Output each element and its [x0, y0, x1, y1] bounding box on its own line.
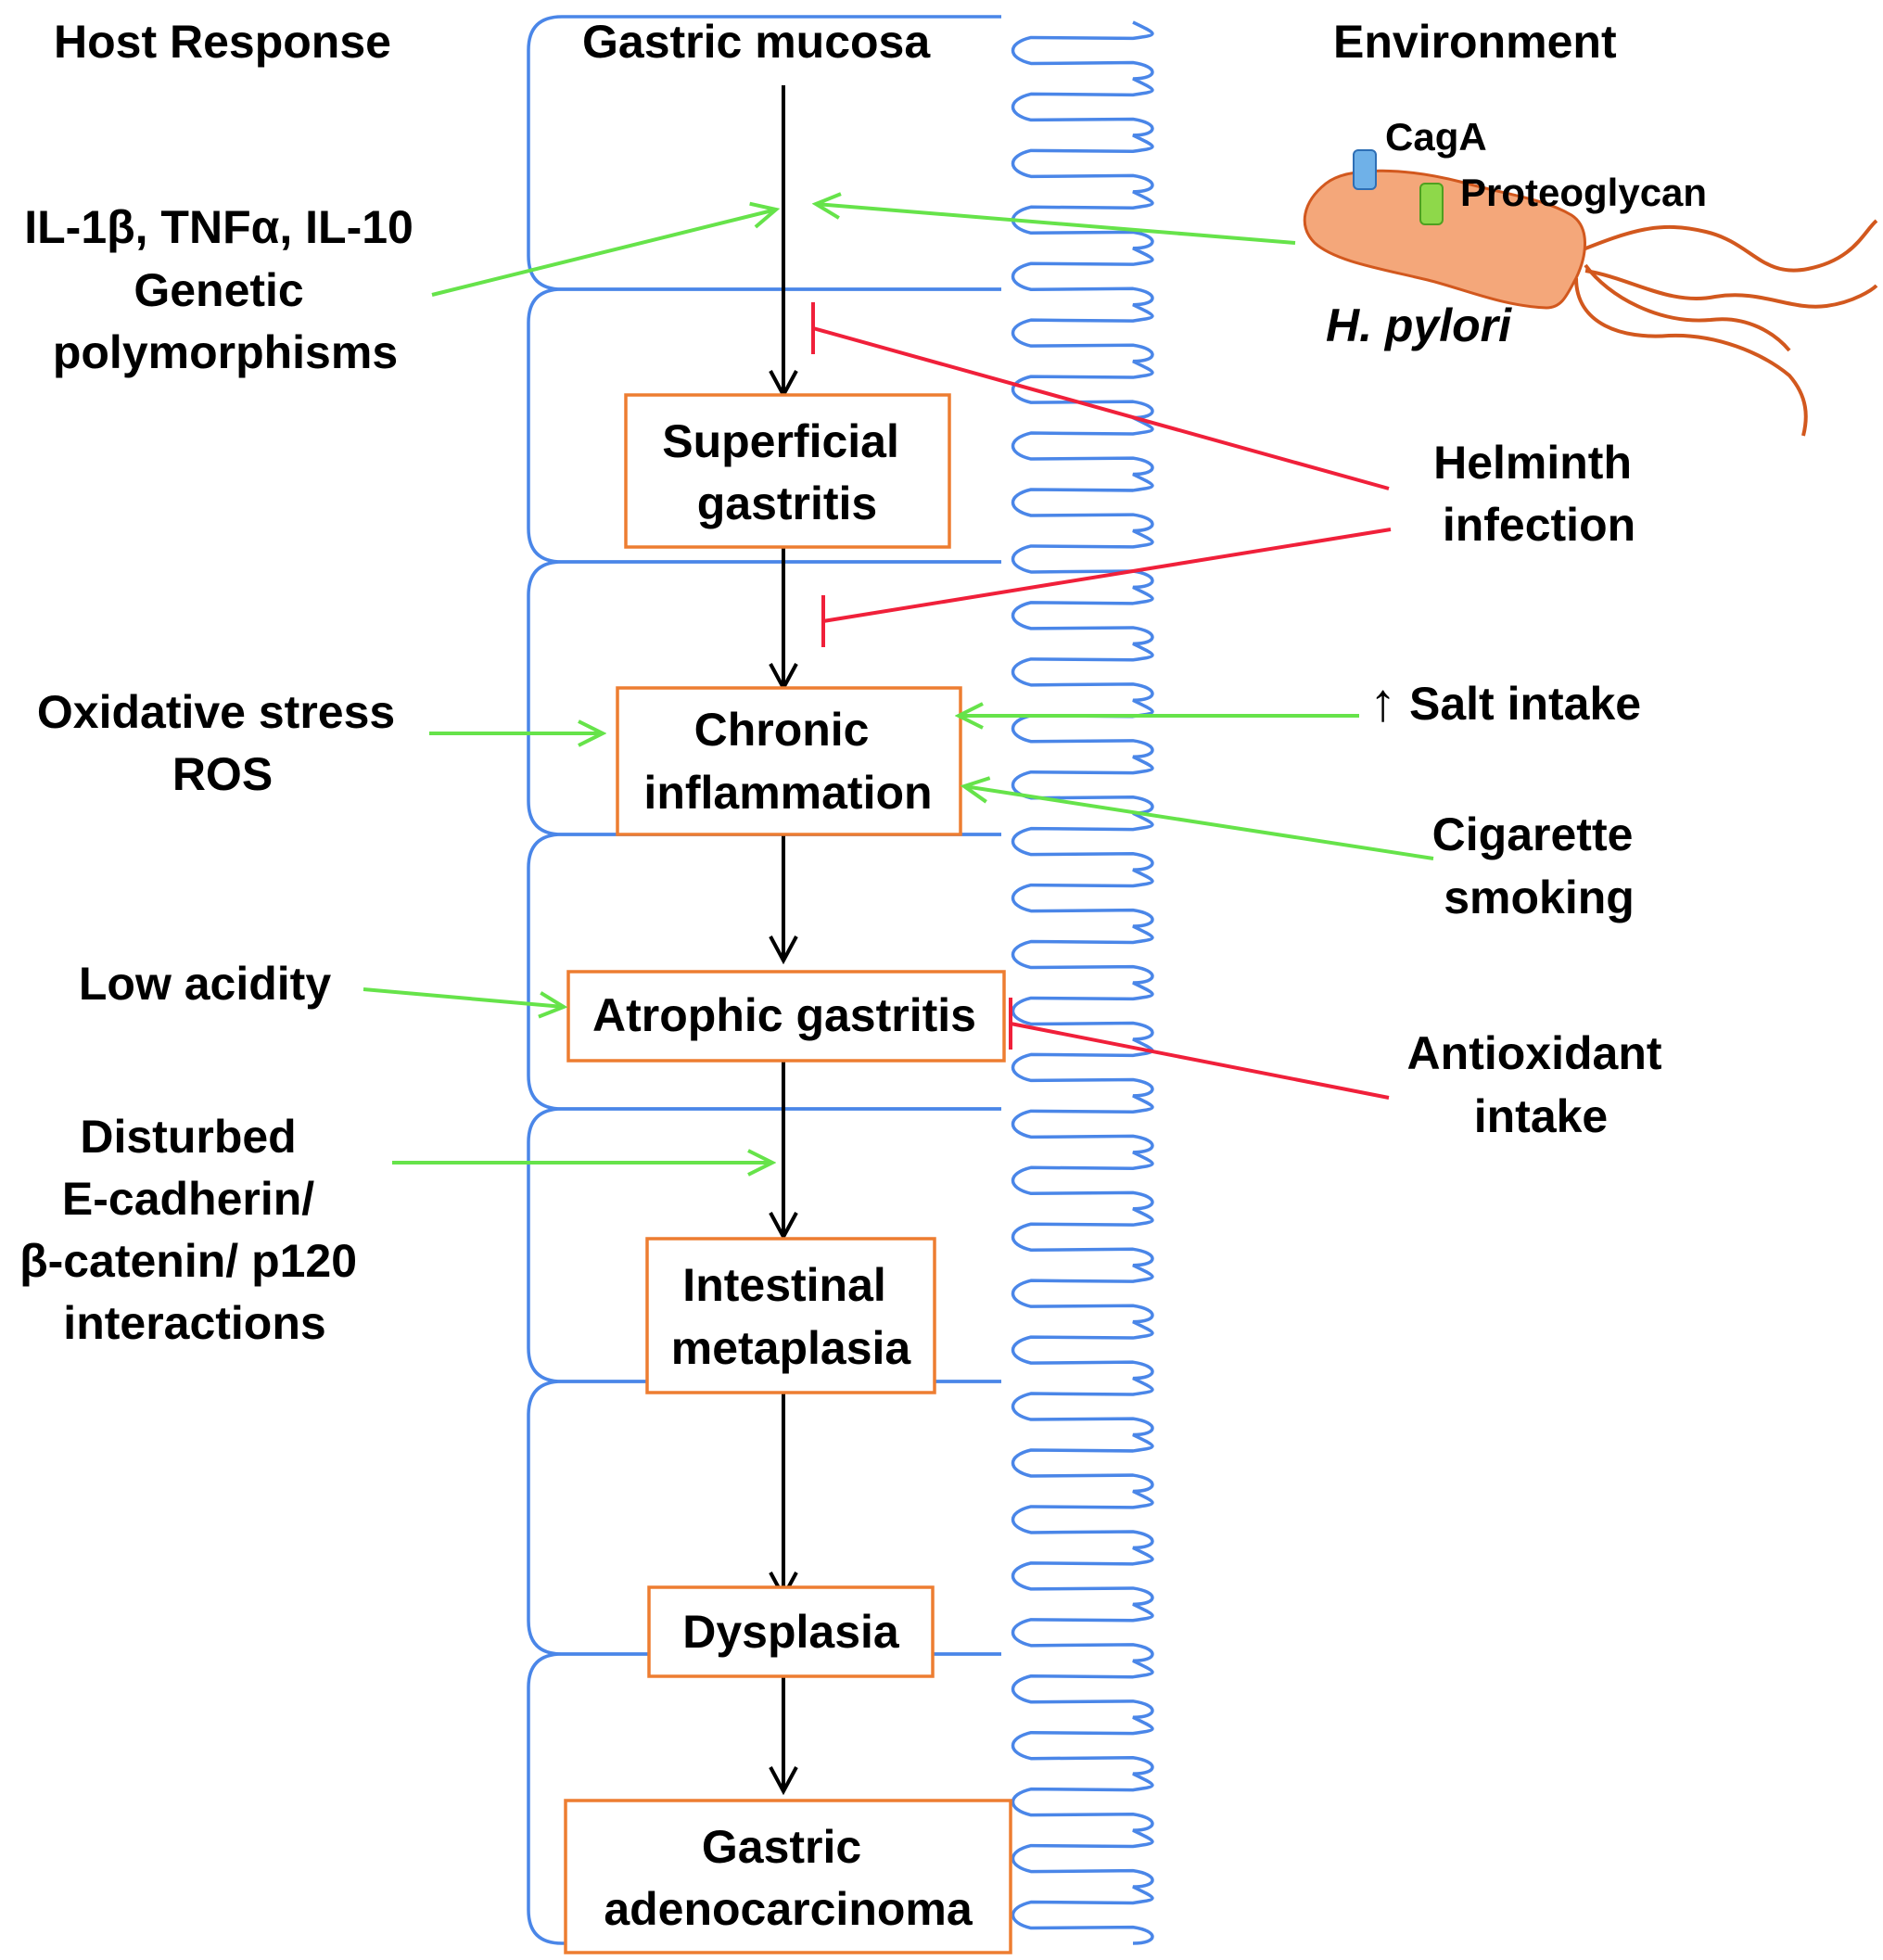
superficial-gastritis-box [624, 393, 951, 549]
chronic-inflammation-box [616, 686, 962, 836]
antioxidant-intake-label: Antioxidant intake [1407, 1027, 1675, 1142]
environment-inhibiting-lines [811, 302, 1392, 1100]
caga-label: CagA [1385, 115, 1487, 159]
gastric-adenocarcinoma-box [564, 1799, 1012, 1954]
atrophic-gastritis-box [566, 970, 1006, 1063]
inhibit-antioxidant-atrophic [1010, 1022, 1390, 1100]
proteoglycan-label: Proteoglycan [1460, 171, 1707, 214]
flagellum [1575, 219, 1878, 273]
h-pylori-label: H. pylori [1326, 299, 1512, 351]
host-response-header: Host Response [54, 16, 391, 68]
mucosa-cell-2 [527, 287, 1001, 564]
intestinal-metaplasia-box [645, 1237, 936, 1394]
bacterium-body [1303, 169, 1586, 310]
arrow-h-pylori [816, 204, 1296, 245]
cadherin-interactions-label: Disturbed E-cadherin/ β-catenin/ p120 in… [19, 1111, 370, 1349]
arrow-low-acidity [363, 987, 564, 1007]
salt-increase-arrow: ↑ [1369, 672, 1396, 732]
intestinal-metaplasia-label: Intestinal metaplasia [671, 1259, 912, 1374]
stage-boxes: Superficial gastritis Chronic inflammati… [564, 393, 1012, 1954]
gastric-adenocarcinoma-label: Gastric adenocarcinoma [604, 1821, 973, 1935]
superficial-gastritis-label: Superficial gastritis [662, 415, 912, 529]
gastric-mucosa-header: Gastric mucosa [582, 16, 931, 68]
chronic-inflammation-label: Chronic inflammation [643, 704, 932, 819]
environment-header: Environment [1333, 16, 1617, 68]
mucosa-cell-7 [527, 1652, 1001, 1945]
salt-intake-label: Salt intake [1409, 678, 1641, 730]
mucosa-cell-3 [527, 560, 1001, 836]
dysplasia-label: Dysplasia [682, 1606, 900, 1658]
mucosa-cell-1 [527, 15, 1001, 291]
host-promoting-arrows [363, 210, 776, 1163]
arrow-cigarette-smoking [964, 786, 1434, 860]
gastric-pits-outline [1011, 20, 1154, 1945]
caga-marker [1353, 149, 1377, 190]
flagellum [1584, 269, 1878, 309]
atrophic-gastritis-label: Atrophic gastritis [592, 989, 976, 1041]
helminth-infection-label: Helminth infection [1433, 437, 1645, 551]
oxidative-stress-label: Oxidative stress ROS [37, 686, 408, 800]
cigarette-smoking-label: Cigarette smoking [1432, 808, 1647, 923]
dysplasia-box [647, 1585, 935, 1678]
h-pylori-bacterium [1303, 149, 1878, 437]
arrow-cytokines [431, 210, 776, 297]
mucosa-cell-4 [527, 833, 1001, 1111]
environment-promoting-arrows [816, 204, 1434, 860]
inhibit-helminth-superficial [812, 326, 1390, 490]
flagellum [1584, 263, 1791, 352]
mucosa-cells [527, 15, 1001, 1945]
proteoglycan-marker [1419, 183, 1444, 225]
mucosa-cell-5 [527, 1107, 1001, 1383]
flagellum [1574, 277, 1808, 437]
inhibit-helminth-chronic [822, 528, 1392, 623]
mucosa-cell-6 [527, 1380, 1001, 1656]
low-acidity-label: Low acidity [79, 958, 331, 1010]
cytokine-factor-label: IL-1β, TNFα, IL-10 Genetic polymorphisms [24, 201, 426, 378]
